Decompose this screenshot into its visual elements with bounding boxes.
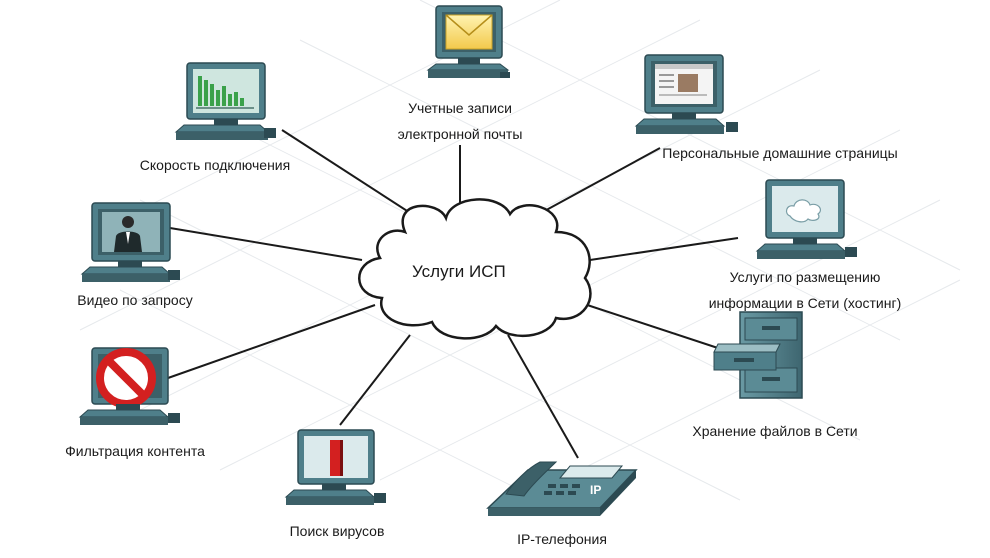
email-label-line1: Учетные записи — [408, 100, 512, 116]
prohibited-icon — [96, 348, 156, 408]
line-homepages — [527, 147, 661, 221]
web-page-icon — [655, 64, 713, 104]
line-speed — [281, 129, 419, 219]
email-computer — [426, 5, 510, 78]
red-bar-icon — [330, 440, 343, 476]
hosting-label-line2: информации в Сети (хостинг) — [708, 295, 902, 311]
email-label-line2: электронной почты — [397, 126, 523, 142]
antivirus-computer — [284, 429, 386, 505]
ip-phone-icon: IP — [486, 461, 638, 516]
isp-cloud — [358, 198, 592, 340]
line-storage — [571, 299, 731, 353]
filtering-computer — [78, 347, 180, 425]
line-filtering — [167, 304, 376, 379]
connection-lines — [167, 129, 739, 459]
file-cabinet-icon — [713, 311, 803, 399]
ip-phone: IP — [486, 461, 638, 516]
bar-chart-icon — [196, 76, 254, 109]
homepages-label: Персональные домашние страницы — [662, 145, 898, 161]
hosting-label: Услуги по размещению информации в Сети (… — [680, 264, 930, 316]
file-cabinet — [713, 311, 803, 399]
cloud-icon — [785, 199, 822, 223]
voip-label: IP-телефония — [517, 531, 607, 547]
line-hosting — [589, 237, 739, 261]
video-computer — [80, 202, 180, 282]
isp-services-title: Услуги ИСП — [412, 262, 506, 281]
email-label: Учетные записи электронной почты — [380, 95, 540, 147]
hosting-computer — [755, 179, 857, 259]
filtering-label: Фильтрация контента — [65, 443, 205, 459]
envelope-icon — [445, 14, 493, 50]
svg-text:IP: IP — [590, 483, 601, 497]
homepages-computer — [634, 54, 738, 134]
line-video — [169, 227, 363, 261]
speed-computer — [174, 62, 276, 140]
line-antivirus — [339, 334, 411, 426]
line-voip — [507, 334, 579, 459]
hosting-label-line1: Услуги по размещению — [729, 269, 881, 285]
antivirus-label: Поиск вирусов — [289, 523, 385, 539]
video-label: Видео по запросу — [77, 292, 193, 308]
storage-label: Хранение файлов в Сети — [692, 423, 858, 439]
speed-label: Скорость подключения — [139, 157, 291, 173]
person-video-icon — [102, 212, 160, 252]
